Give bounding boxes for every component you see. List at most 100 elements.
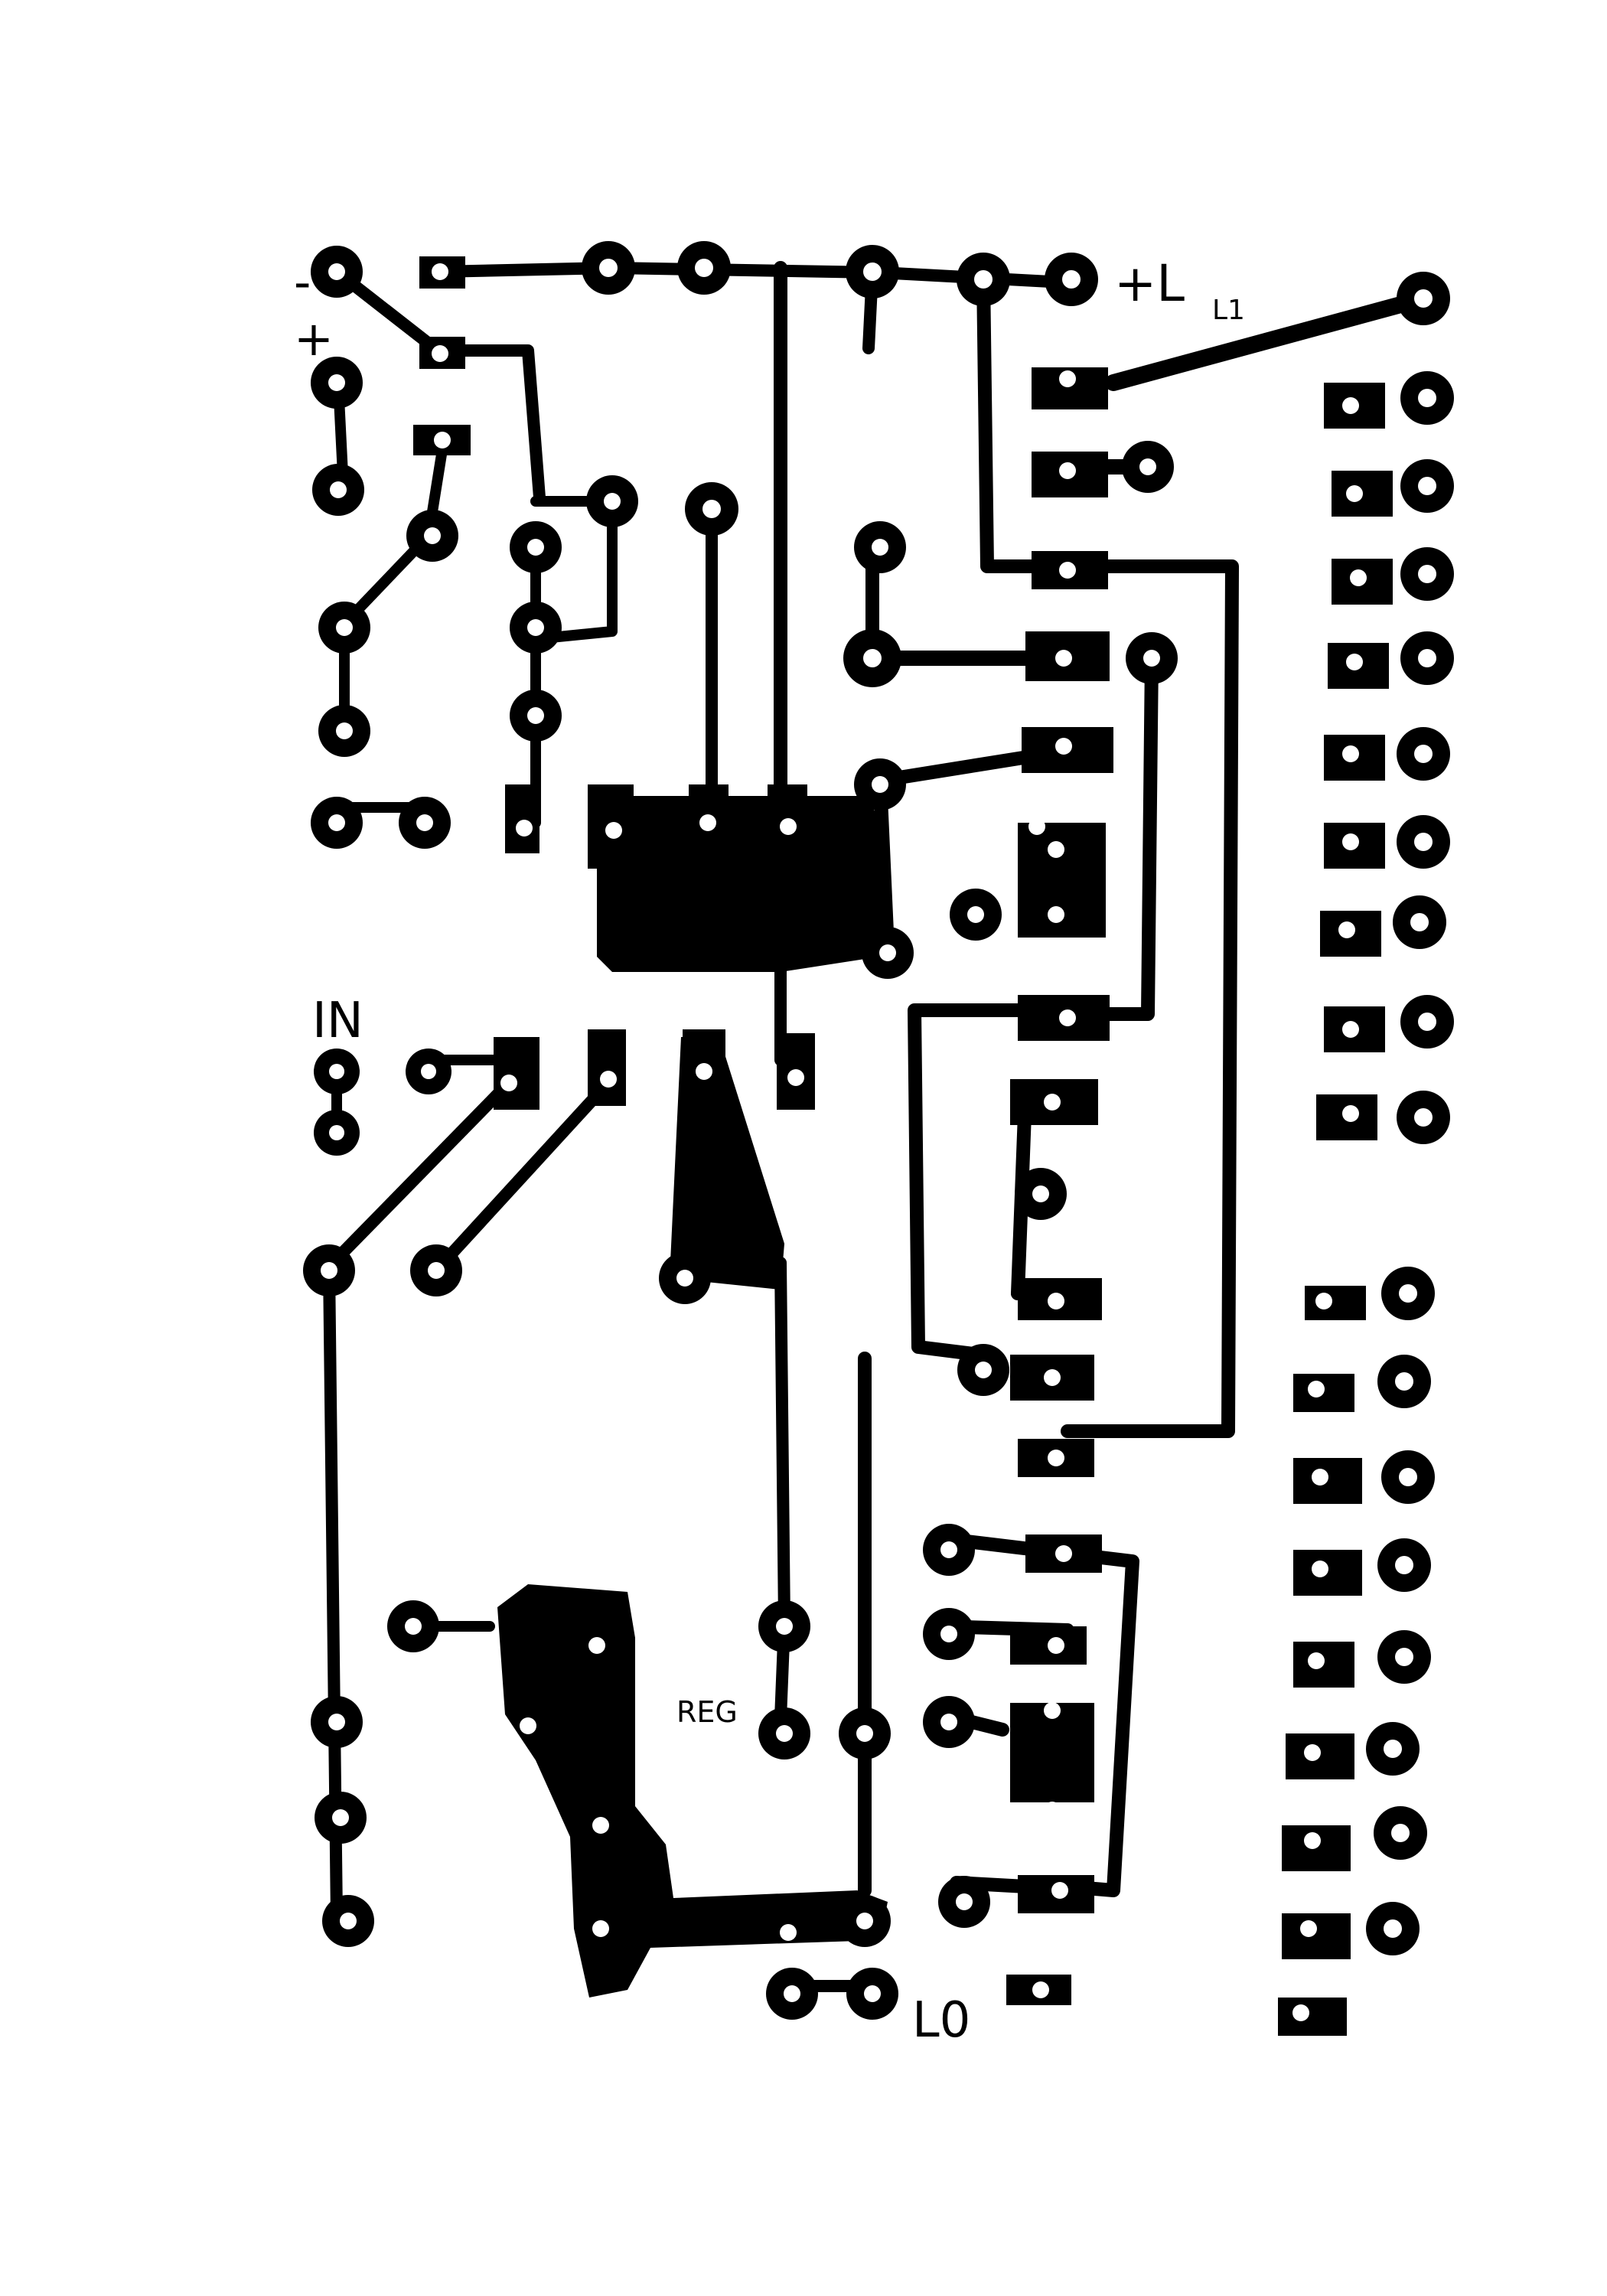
- drill-hole: [1051, 1882, 1068, 1899]
- drill-hole: [592, 1817, 609, 1834]
- drill-hole: [1342, 1021, 1359, 1038]
- drill-hole: [1312, 1469, 1328, 1486]
- pad-hole: [599, 259, 618, 277]
- pad-hole: [1399, 1284, 1417, 1303]
- drill-hole: [696, 1063, 712, 1080]
- drill-hole: [600, 2008, 617, 2025]
- pad-hole: [340, 1913, 357, 1929]
- pad-hole: [975, 1362, 992, 1378]
- drill-hole: [1346, 485, 1363, 502]
- round-pads: [303, 241, 1454, 2025]
- rectangular-pad: [683, 1029, 725, 1091]
- drill-hole: [432, 345, 448, 362]
- drill-hole: [1059, 1009, 1076, 1026]
- rectangular-pad: [1282, 1913, 1351, 1959]
- pad-hole: [1384, 1919, 1402, 1938]
- pad-hole: [856, 1725, 873, 1742]
- input-label: IN: [312, 993, 363, 1049]
- pad-hole: [332, 1809, 349, 1826]
- pad-hole: [1395, 1372, 1413, 1391]
- drill-hole: [1350, 569, 1367, 586]
- drill-hole: [1044, 1702, 1061, 1719]
- pad-hole: [1418, 565, 1436, 583]
- pad-hole: [336, 722, 353, 739]
- wedge-trace: [670, 1037, 784, 1290]
- rectangular-pad: [1010, 1703, 1094, 1802]
- drill-hole: [1342, 1105, 1359, 1122]
- negative-terminal-label: -: [294, 254, 311, 310]
- drill-hole: [787, 1069, 804, 1086]
- pad-hole: [863, 649, 882, 667]
- rectangular-pad: [494, 1037, 539, 1110]
- drill-hole: [1059, 562, 1076, 579]
- pad-hole: [405, 1618, 422, 1635]
- pad-hole: [1143, 650, 1160, 667]
- drill-hole: [605, 822, 622, 839]
- copper-trace: [908, 1003, 1078, 1362]
- drill-hole: [1032, 1981, 1049, 1998]
- drill-hole: [780, 1924, 797, 1941]
- pad-hole: [1062, 270, 1081, 289]
- drill-hole: [432, 263, 448, 280]
- drill-hole: [1315, 1293, 1332, 1309]
- pad-hole: [604, 493, 621, 510]
- pad-hole: [967, 906, 984, 923]
- drill-hole: [1342, 833, 1359, 850]
- drill-hole: [520, 1717, 536, 1734]
- regulator-label: REG: [676, 1695, 738, 1729]
- drill-hole: [588, 1637, 605, 1654]
- pad-hole: [328, 374, 345, 391]
- drill-hole: [1044, 1802, 1061, 1818]
- ground-plane-lower: [497, 1584, 888, 1998]
- pad-hole: [695, 259, 713, 277]
- rectangular-pad: [1278, 1998, 1347, 2036]
- rectangular-pad: [505, 784, 539, 853]
- drill-hole: [1308, 1381, 1325, 1397]
- pad-hole: [776, 1725, 793, 1742]
- drill-hole: [1055, 738, 1072, 755]
- drill-hole: [1048, 1637, 1064, 1654]
- pad-hole: [421, 1064, 436, 1079]
- pad-hole: [328, 814, 345, 831]
- drill-hole: [500, 1075, 517, 1091]
- pad-hole: [1418, 389, 1436, 407]
- pad-hole: [1391, 1824, 1410, 1842]
- pad-hole: [329, 1125, 344, 1140]
- pad-hole: [1384, 1740, 1402, 1758]
- drill-hole: [1338, 921, 1355, 938]
- pad-hole: [856, 1913, 873, 1929]
- pad-hole: [940, 1714, 957, 1730]
- pad-hole: [1399, 1468, 1417, 1486]
- rectangular-pad: [1293, 1642, 1354, 1688]
- drill-hole: [1346, 654, 1363, 670]
- pad-hole: [330, 481, 347, 498]
- pad-hole: [1395, 1648, 1413, 1666]
- pad-hole: [1418, 649, 1436, 667]
- drill-hole: [1048, 906, 1064, 923]
- pad-hole: [416, 814, 433, 831]
- drill-hole: [1055, 1545, 1072, 1562]
- copper-trace: [976, 269, 1239, 1438]
- positive-l-label: +L: [1114, 254, 1185, 313]
- drill-hole: [1308, 1652, 1325, 1669]
- drill-hole: [1048, 841, 1064, 858]
- drill-hole: [1304, 1832, 1321, 1849]
- drill-hole: [699, 814, 716, 831]
- drill-hole: [1300, 1920, 1317, 1937]
- pad-hole: [328, 1714, 345, 1730]
- positive-terminal-label: +: [294, 311, 334, 367]
- pad-hole: [1414, 833, 1433, 851]
- pad-hole: [1414, 289, 1433, 308]
- rectangular-pad: [1293, 1550, 1362, 1596]
- pad-hole: [428, 1262, 445, 1279]
- pad-hole: [776, 1618, 793, 1635]
- drill-hole: [780, 818, 797, 835]
- pad-hole: [974, 270, 993, 289]
- pad-hole: [872, 539, 888, 556]
- drill-hole: [516, 820, 533, 837]
- l1-label: L1: [1212, 295, 1245, 326]
- copper-fills: [497, 796, 888, 1998]
- pad-hole: [702, 500, 721, 518]
- pad-hole: [956, 1893, 973, 1910]
